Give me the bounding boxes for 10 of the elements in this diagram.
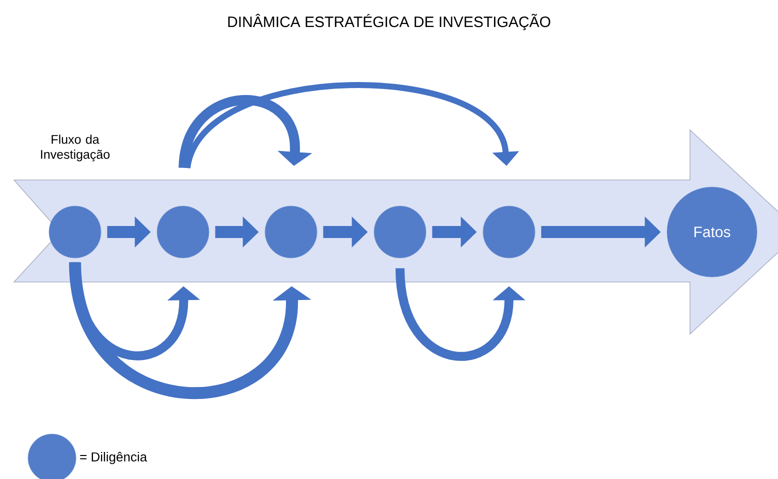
block-arrow xyxy=(178,95,312,168)
title: DINÂMICA ESTRATÉGICA DE INVESTIGAÇÃO xyxy=(228,14,550,30)
diligence-circle xyxy=(374,206,426,258)
diligence-circle xyxy=(156,206,210,258)
band-heading: Fluxo da Investigação xyxy=(41,134,110,162)
diligence-circle xyxy=(48,206,102,258)
legend-text: = Diligência xyxy=(80,452,148,464)
diligence-circle xyxy=(264,206,318,258)
block-arrow xyxy=(184,82,520,170)
diligence-circle xyxy=(482,206,536,258)
